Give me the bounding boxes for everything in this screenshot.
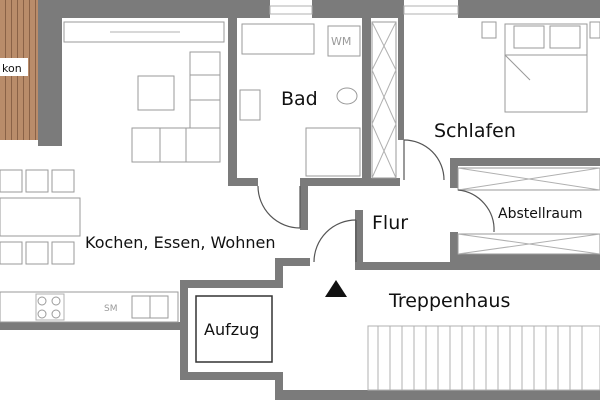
stair-icon — [367, 325, 600, 391]
bathroom-fixtures: WM — [239, 23, 361, 177]
room-label-aufzug: Aufzug — [204, 320, 259, 339]
room-label-schlafen: Schlafen — [434, 120, 516, 142]
door-swing-icon — [257, 139, 495, 263]
wardrobe — [371, 21, 397, 179]
stove-label: SM — [104, 304, 117, 314]
storage-shelves — [457, 167, 600, 255]
entrance-arrow-icon — [325, 280, 347, 297]
bed — [481, 21, 600, 113]
washing-machine-label: WM — [331, 35, 351, 48]
room-label-treppenhaus: Treppenhaus — [388, 290, 510, 312]
balcony: kon — [0, 0, 42, 140]
room-label-abstellraum: Abstellraum — [498, 206, 583, 222]
living-furniture: SM — [0, 21, 225, 323]
room-label-flur: Flur — [372, 212, 408, 234]
balcony-label: kon — [2, 62, 22, 75]
elevator — [195, 295, 273, 363]
room-label-bad: Bad — [281, 88, 318, 110]
room-label-kochen-essen-wohnen: Kochen, Essen, Wohnen — [85, 233, 275, 252]
